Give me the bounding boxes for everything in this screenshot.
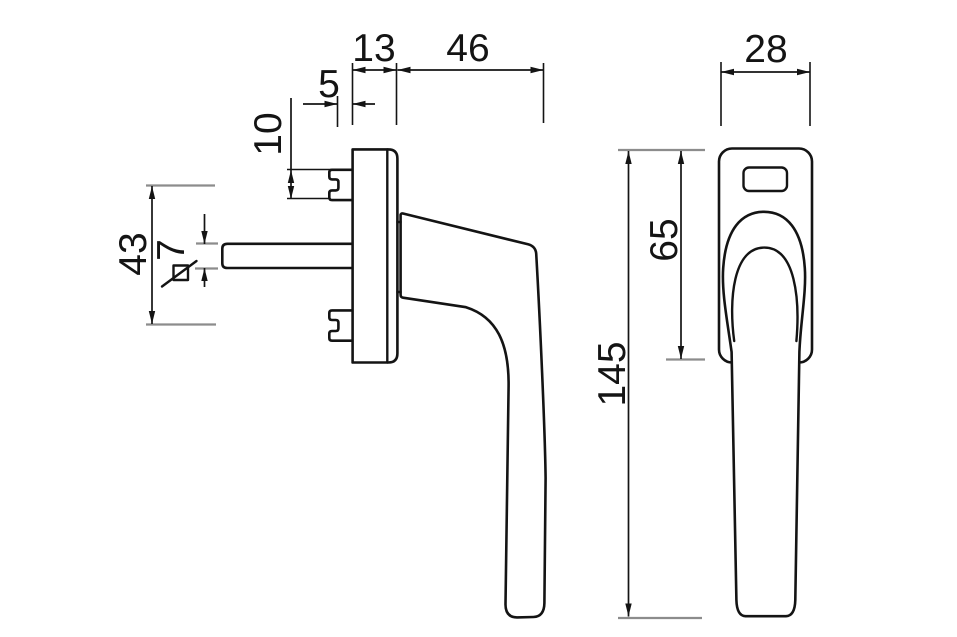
arrowhead: [352, 66, 366, 74]
dimension-28: 28: [720, 28, 811, 126]
arrowhead: [352, 100, 366, 108]
arrowhead: [324, 100, 338, 108]
clip-bottom: [328, 309, 355, 342]
dimension-5: 5: [303, 63, 375, 127]
clip-top: [328, 168, 355, 202]
dimension-5-label: 5: [318, 63, 340, 106]
dimension-65-label: 65: [643, 218, 686, 261]
arrowhead: [287, 170, 295, 183]
arrowhead: [625, 603, 632, 617]
arrowhead: [148, 311, 156, 324]
arrowhead: [797, 68, 810, 76]
dimension-145-label: 145: [591, 341, 634, 406]
arrowhead: [287, 186, 295, 199]
dimension-13-label: 13: [352, 27, 395, 70]
dimension-65: 65: [643, 151, 705, 361]
arrowhead: [677, 346, 685, 359]
collar-inner-arc: [730, 246, 799, 343]
dimension-10: 10: [247, 98, 352, 200]
dimension-annotations: 13 46 5 10: [112, 27, 811, 620]
handle-front: [721, 210, 807, 618]
side-view: [221, 148, 547, 619]
spindle: [221, 242, 355, 270]
arrowhead: [677, 151, 685, 164]
arrowhead: [721, 68, 734, 76]
dimension-145: 145: [591, 151, 702, 620]
dimension-10-label: 10: [247, 112, 290, 155]
handle-side: [399, 212, 547, 619]
rosette-side: [351, 148, 399, 364]
dimension-28-label: 28: [744, 28, 787, 71]
arrowhead: [383, 66, 397, 74]
dimension-43-label: 43: [112, 232, 155, 275]
arrowhead: [201, 231, 208, 244]
arrowhead: [397, 66, 411, 74]
screw-slot: [742, 166, 789, 193]
dimension-46-label: 46: [446, 27, 489, 70]
dimension-7: 7: [150, 214, 218, 288]
square-symbol-slash: [160, 259, 198, 288]
square-symbol-box: [172, 264, 190, 282]
arrowhead: [530, 66, 544, 74]
dimension-46: 46: [397, 27, 545, 123]
dimension-43: 43: [112, 184, 216, 326]
dimension-7-label: 7: [150, 239, 193, 261]
dimension-13: 13: [351, 27, 398, 125]
arrowhead: [201, 268, 208, 281]
front-view: [717, 147, 814, 618]
arrowhead: [625, 151, 632, 164]
arrowhead: [148, 186, 156, 199]
square-section-icon: [160, 259, 198, 288]
